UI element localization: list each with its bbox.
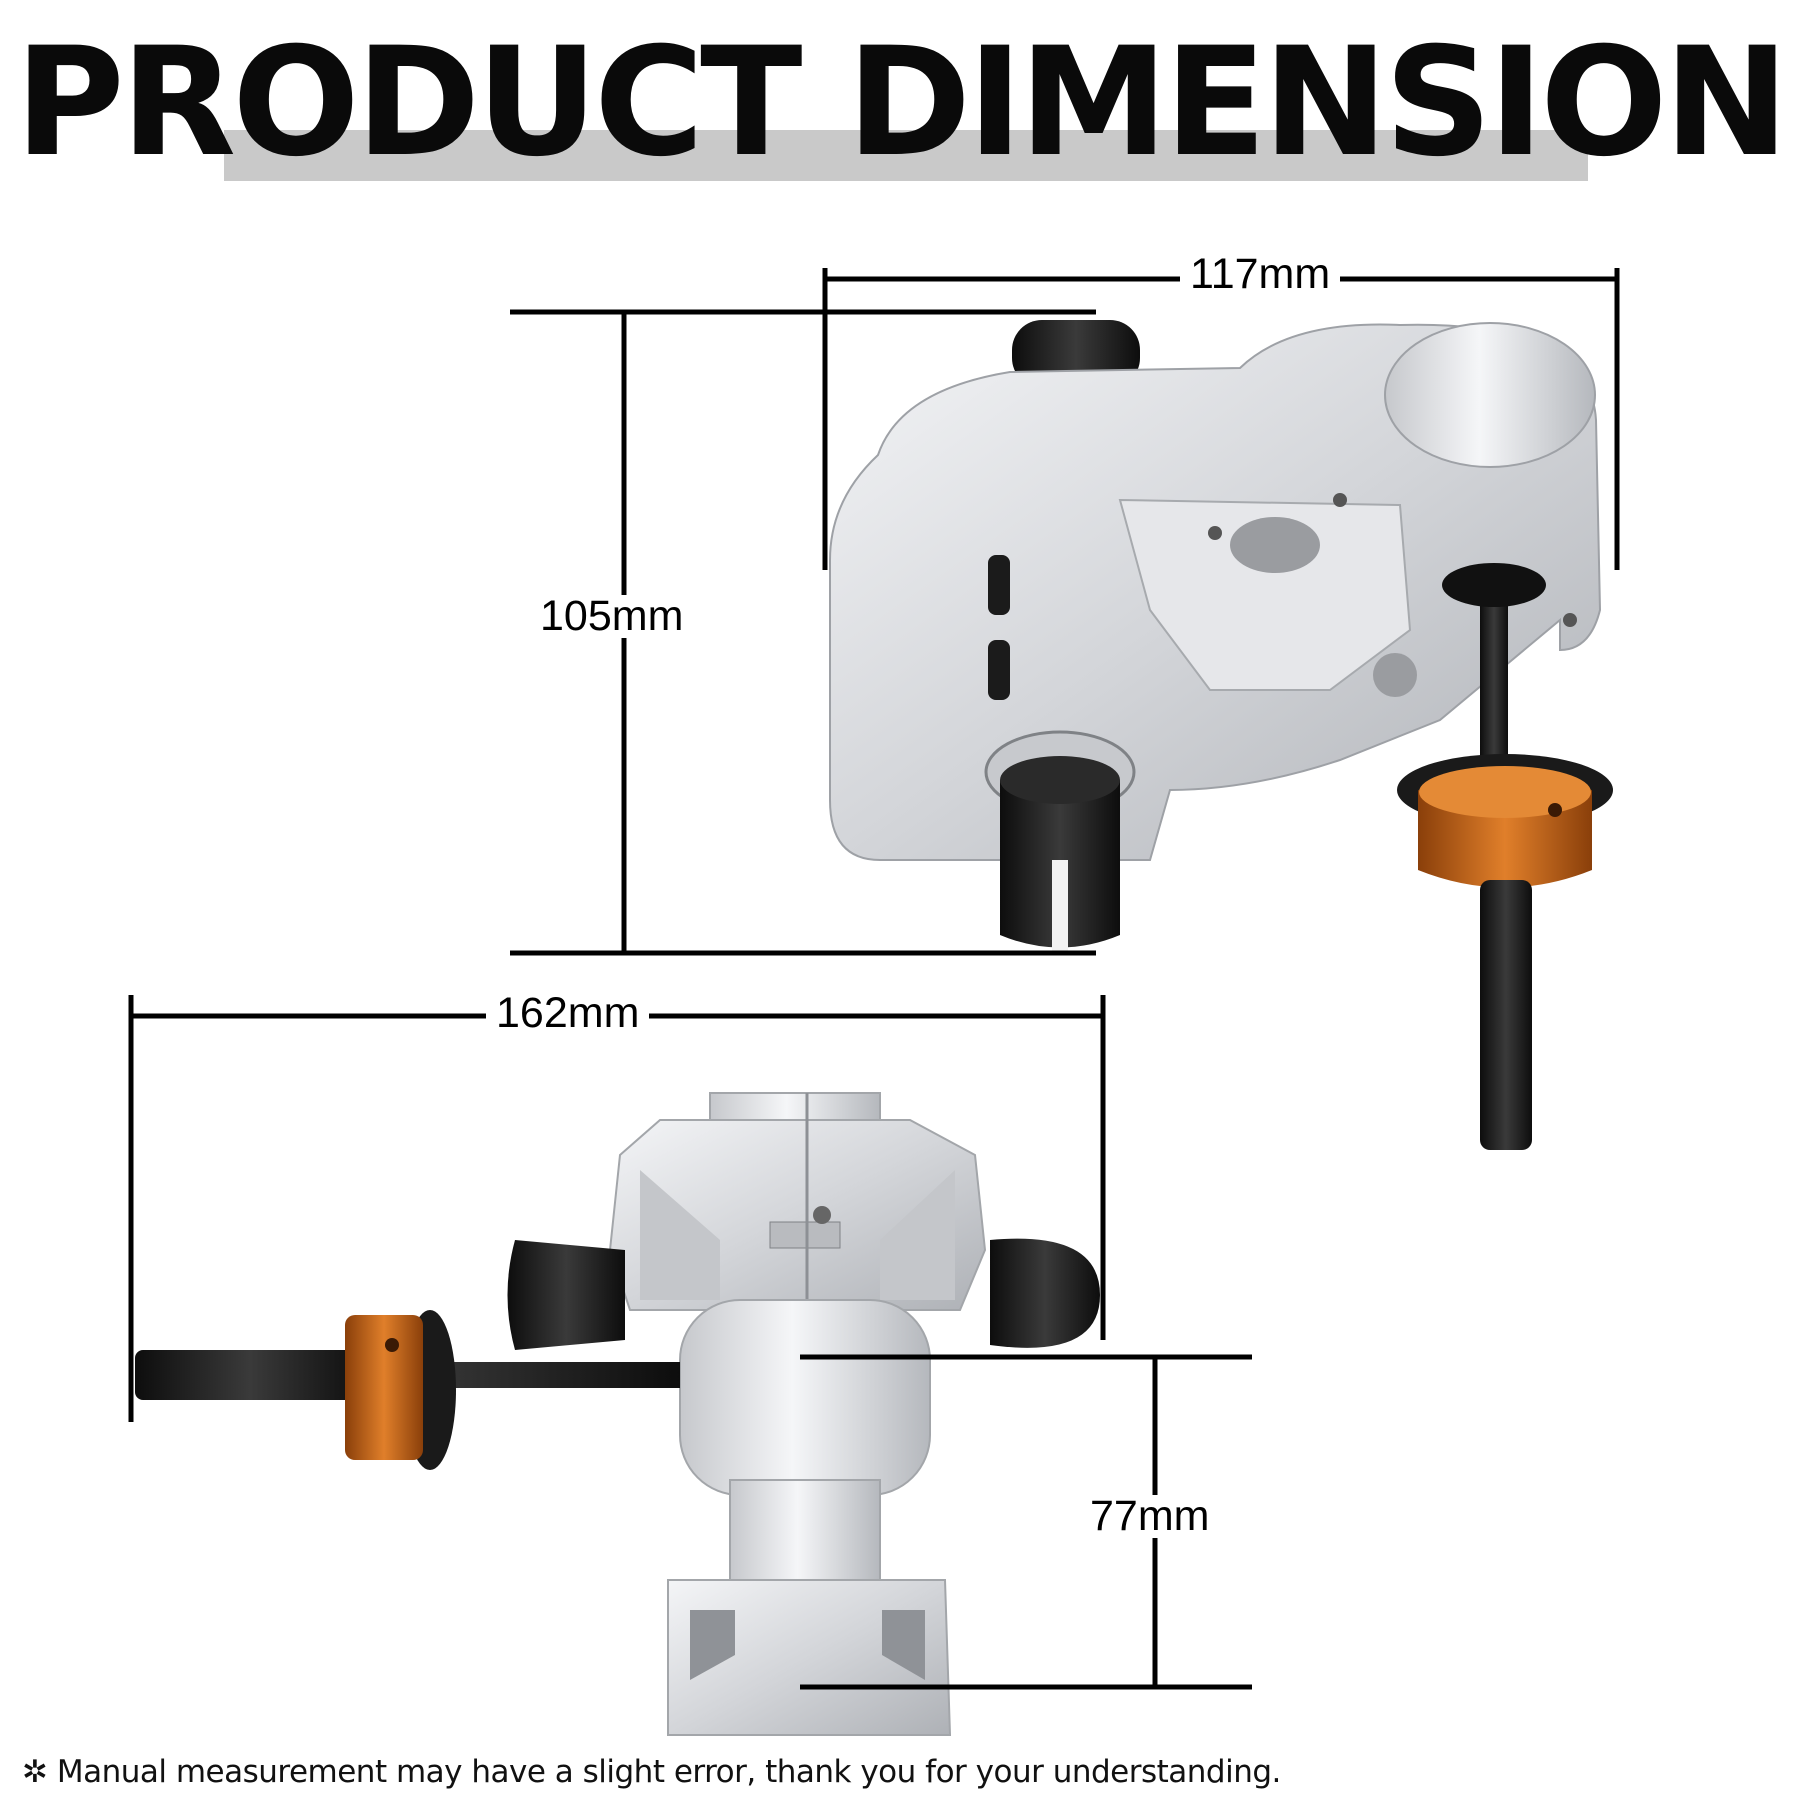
screw-hole [813,1206,831,1224]
bevel-right [880,1170,955,1300]
output-shaft [135,1350,365,1400]
top-gearbox-illustration [829,320,1613,1150]
screw-head [988,555,1010,615]
center-plate [1118,498,1412,691]
screw-hole [1563,613,1577,627]
dim-label-77: 77mm [1080,1495,1220,1538]
right-output-cup [990,1238,1100,1348]
lower-drum [679,1299,931,1496]
base-chamfer-right [882,1610,925,1680]
housing-drum [1384,322,1596,468]
screw-hole [1208,526,1222,540]
dim-label-162: 162mm [486,992,650,1035]
footnote: ✲ Manual measurement may have a slight e… [22,1754,1281,1790]
hub-set-screw [1548,803,1562,817]
neck [729,1479,881,1596]
dim-label-117: 117mm [1180,253,1341,296]
page-title: PRODUCT DIMENSION [14,16,1789,190]
drive-shaft [1480,575,1508,785]
output-cup-slot [1052,860,1068,952]
left-output-cup [507,1240,625,1350]
base-chamfer-left [690,1610,735,1680]
mount-tab [769,1221,841,1249]
output-cup-rim [1000,756,1120,804]
base [667,1579,952,1736]
screw-head [988,640,1010,700]
side-hole [1373,653,1417,697]
dim-label-105: 105mm [530,595,694,638]
screw-hole [1333,493,1347,507]
orange-hub-top [1419,766,1591,818]
orange-hub [345,1315,423,1460]
bevel-left [640,1170,720,1300]
bottom-gearbox-illustration [135,1092,1100,1736]
hub-set-screw [385,1338,399,1352]
title-underline-band [224,130,1588,181]
shaft-seat [1442,563,1546,607]
output-shaft [1480,880,1532,1150]
center-slot [1230,517,1320,573]
